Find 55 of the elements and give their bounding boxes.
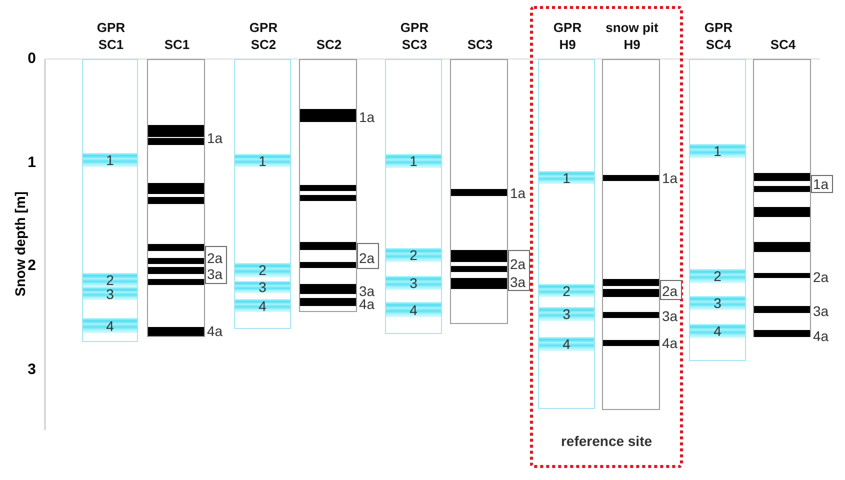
gpr-layer-band: 4: [539, 337, 594, 351]
layer-label: 3a: [207, 266, 223, 282]
layer-label: 2a: [662, 283, 678, 299]
layer-label: 1a: [510, 185, 526, 201]
layer-label: 1a: [207, 130, 223, 146]
column-heading: SC3: [466, 36, 494, 53]
gpr-layer-band: 1: [690, 144, 745, 158]
gpr-layer-band: 1: [386, 154, 441, 168]
layer-label: 4a: [813, 328, 829, 344]
layer-label: 1a: [359, 109, 375, 125]
gpr-layer-band: 2: [690, 269, 745, 283]
layer-label: 4a: [359, 296, 375, 312]
layer-label: 2a: [813, 269, 829, 285]
gpr-layer-band: 1: [539, 171, 594, 184]
layer-label: 4a: [662, 335, 678, 351]
gpr-layer-band: 4: [235, 299, 290, 312]
gpr-layer-band: 2: [83, 273, 137, 287]
column-heading: GPR H9: [552, 19, 583, 53]
gpr-layer-band: 3: [386, 276, 441, 290]
column-heading: SC2: [315, 36, 343, 53]
gpr-layer-band: 2: [539, 284, 594, 297]
column-heading: GPR SC2: [248, 19, 279, 53]
gpr-layer-band: 3: [539, 307, 594, 321]
frame-caption: reference site: [560, 433, 654, 449]
layer-label: 1a: [662, 170, 678, 186]
axis-title: Snow depth [m]: [12, 190, 28, 298]
layer-label: 2a: [510, 256, 526, 272]
gpr-layer-band: 3: [690, 296, 745, 310]
gpr-layer-band: 3: [235, 281, 290, 293]
gpr-layer-band: 2: [235, 263, 290, 277]
layer-label: 2a: [359, 250, 375, 266]
column-heading: snow pit H9: [604, 19, 660, 53]
gpr-layer-band: 4: [83, 318, 137, 333]
gpr-layer-band: 3: [83, 287, 137, 300]
layer-label: 4a: [207, 323, 223, 339]
column-heading: SC1: [163, 36, 191, 53]
layer-label: 3a: [510, 274, 526, 290]
column-heading: GPR SC4: [703, 19, 734, 53]
gpr-layer-band: 1: [235, 154, 290, 167]
column-heading: GPR SC1: [96, 19, 126, 53]
gpr-layer-band: 2: [386, 248, 441, 262]
gpr-layer-band: 4: [690, 324, 745, 338]
reference-site-frame: [530, 6, 683, 468]
gpr-layer-band: 4: [386, 302, 441, 317]
tick-label: 1: [26, 154, 36, 170]
layer-label: 3a: [662, 308, 678, 324]
layer-label: 3a: [359, 283, 375, 299]
layer-label: 2a: [207, 250, 223, 266]
gpr-layer-band: 1: [83, 153, 137, 167]
column-heading: GPR SC3: [399, 19, 430, 53]
layer-label: 1a: [813, 176, 829, 192]
tick-label: 3: [26, 360, 36, 378]
layer-label: 3a: [813, 303, 829, 319]
column-heading: SC4: [769, 36, 797, 53]
tick-label: 0: [26, 50, 36, 67]
